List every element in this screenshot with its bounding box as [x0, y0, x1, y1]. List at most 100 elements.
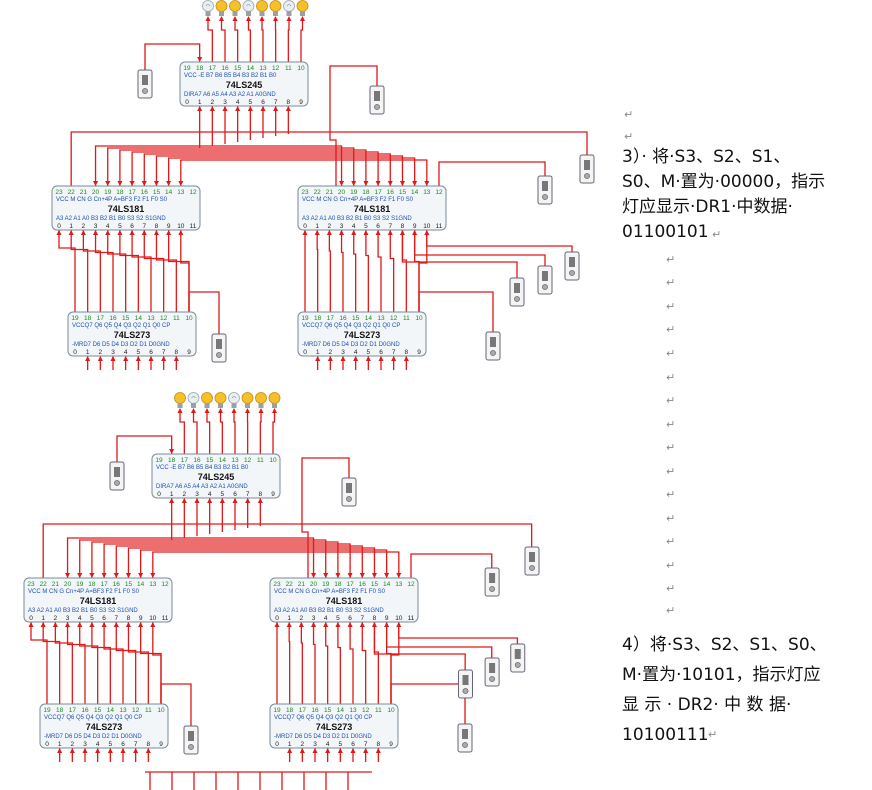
wire-arrow: [311, 573, 317, 578]
c181-right-chip-name: 74LS181: [326, 596, 363, 606]
switch-lever: [346, 483, 352, 493]
wire-arrow: [359, 573, 365, 578]
c273-left-top-labels: VCCQ7 Q6 Q5 Q4 Q3 Q2 Q1 Q0 CP: [72, 323, 170, 329]
wire-arrow: [117, 181, 123, 186]
switch-icon: [579, 154, 595, 184]
wire-arrow: [125, 622, 131, 627]
c245-pin-bottom: 1: [170, 491, 174, 498]
c181-left-pin-top: 15: [125, 581, 133, 588]
wire-arrow: [363, 748, 369, 753]
c181-right-pin-bottom: 4: [324, 615, 328, 622]
wire-arrow: [391, 356, 397, 361]
wire-arrow: [105, 230, 111, 235]
c181-right-pin-bottom: 11: [436, 223, 443, 230]
c181-left-pin-bottom: 4: [78, 615, 82, 622]
c245-chip-body: [151, 453, 281, 499]
c273-right-pin-top: 19: [301, 315, 309, 322]
wire-arrow: [299, 748, 305, 753]
step4-line-2: M·置为·10101，指示灯应: [622, 665, 821, 685]
wire: [94, 145, 343, 186]
c273-left-pin-top: 10: [157, 707, 165, 714]
switch-icon: [485, 331, 501, 361]
c273-right-pin-bottom: 9: [417, 349, 421, 356]
wire-arrow: [209, 106, 215, 111]
wire-arrow: [351, 181, 357, 186]
paragraph-mark: ↵: [666, 465, 676, 478]
wire: [152, 622, 162, 704]
c273-left-pin-bottom: 5: [137, 349, 141, 356]
wire-arrow: [178, 181, 184, 186]
c181-right-pin-top: 12: [435, 189, 443, 196]
c181-right-pin-bottom: 7: [388, 223, 392, 230]
switch-lever: [584, 160, 590, 170]
wire-arrow: [141, 181, 147, 186]
wire-arrow: [181, 498, 187, 503]
c273-left-pin-top: 13: [119, 707, 127, 714]
c181-left-chip-body: [23, 577, 173, 623]
switch-lever: [462, 675, 469, 685]
c181-left-top-labels: VCC M CN G Cn+4P A=BF3 F2 F1 F0 S0: [28, 589, 140, 595]
paragraph-mark: ↵: [666, 300, 676, 313]
wire: [206, 410, 211, 454]
wire: [180, 230, 190, 312]
wire-arrow: [231, 408, 237, 413]
wire: [103, 622, 124, 704]
c245-chip-body: [179, 61, 309, 107]
wire-arrow: [351, 230, 357, 235]
c181-right-pin-top: 22: [286, 581, 294, 588]
step4-text: 4）将·S3、S2、S1、S0、 M·置为·10101，指示灯应 显 示 · D…: [622, 630, 867, 750]
c273-right-pin-top: 15: [352, 315, 360, 322]
c245-pin-top: 19: [183, 65, 191, 72]
c273-left-pin-top: 12: [160, 315, 168, 322]
wire-arrow: [300, 16, 305, 21]
wire-arrow: [347, 622, 353, 627]
switch-knob: [489, 676, 495, 682]
lamp-bulb: [214, 392, 227, 404]
wire-arrow: [259, 16, 265, 21]
wire-arrow: [169, 449, 175, 454]
wire: [325, 622, 329, 704]
c181-right-pin-bottom: 8: [373, 615, 377, 622]
c273-right-chip-name: 74LS273: [344, 330, 381, 340]
c273-right-chip-name: 74LS273: [316, 722, 353, 732]
c181-right-pin-top: 21: [298, 581, 306, 588]
c273-right-pin-bottom: 3: [341, 349, 345, 356]
wire-arrow: [245, 498, 251, 503]
lamp-base: [300, 11, 305, 16]
wire: [373, 622, 466, 670]
wire: [398, 622, 519, 644]
switch-knob: [542, 284, 548, 290]
wire-arrow: [133, 748, 139, 753]
c245-pin-bottom: 0: [157, 491, 161, 498]
wire-arrow: [135, 356, 141, 361]
c273-left-pin-top: 14: [135, 315, 143, 322]
c245-chip-name: 74LS245: [198, 472, 235, 482]
c181-right-pin-bottom: 5: [336, 615, 340, 622]
c245-pin-bottom: 2: [183, 491, 187, 498]
wire-arrow: [150, 622, 156, 627]
c273-right-pin-bottom: 6: [379, 349, 383, 356]
c273-right-pin-bottom: 5: [367, 349, 371, 356]
lamp-icon: [269, 0, 282, 16]
wire: [328, 230, 331, 312]
c181-right-bottom-labels: A3 A2 A1 A0 B3 B2 B1 B0 S3 S2 S1GND: [274, 608, 384, 614]
c273-right-pin-top: 10: [387, 707, 395, 714]
c245-pin-top: 11: [257, 457, 264, 464]
wire: [418, 230, 428, 312]
wire-arrow: [298, 622, 304, 627]
wire-arrow: [287, 748, 293, 753]
wire-arrow: [315, 356, 321, 361]
wire: [219, 410, 223, 454]
lamp-base: [191, 403, 196, 408]
switch-knob: [216, 352, 222, 358]
lamp-base: [246, 11, 251, 16]
c181-left-bottom-labels: A3 A2 A1 A0 B3 B2 B1 B0 S3 S2 S1GND: [28, 608, 138, 614]
paragraph-mark: ↵: [666, 323, 676, 336]
c273-right-pin-top: 16: [339, 315, 347, 322]
switch-lever: [489, 573, 496, 583]
paragraph-mark: ↵: [666, 371, 676, 384]
c245-pin-top: 15: [206, 457, 214, 464]
c181-left-pin-bottom: 2: [54, 615, 58, 622]
lamp-icon: [201, 392, 213, 408]
